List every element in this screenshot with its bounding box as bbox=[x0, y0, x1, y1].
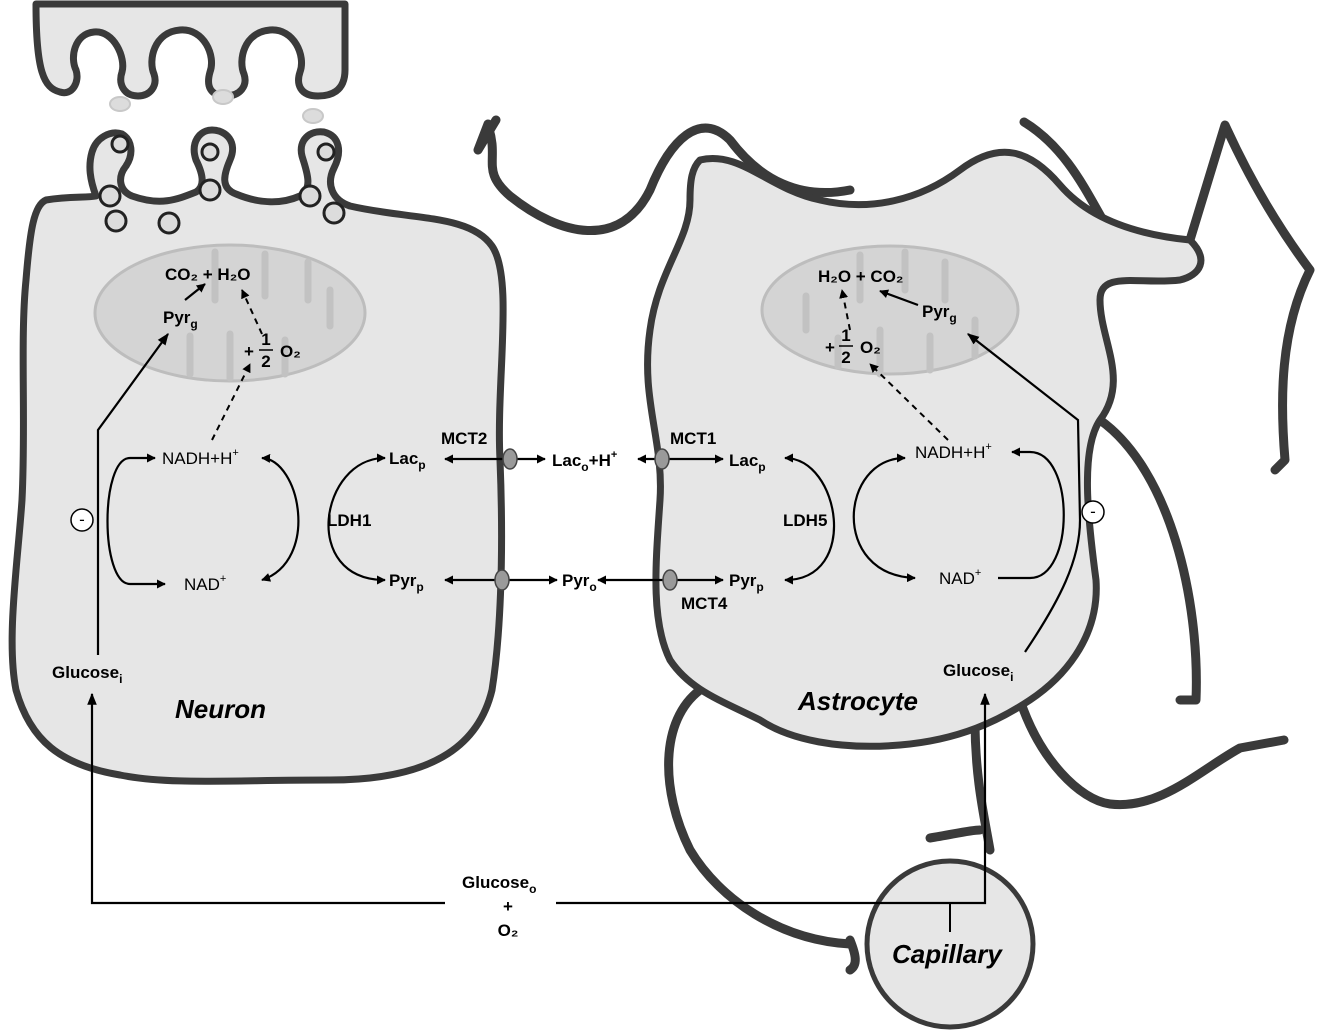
neuron-cell-body bbox=[8, 126, 507, 785]
neuron-inhibition-sign: - bbox=[79, 510, 85, 529]
neuron-lac-p-label: Lacp bbox=[389, 449, 426, 472]
synaptic-vesicle bbox=[110, 134, 130, 154]
astro-pyr-p-label: Pyrp bbox=[729, 571, 764, 594]
neuron-title: Neuron bbox=[175, 694, 266, 724]
neuron-pyr-g-label: Pyrg bbox=[163, 308, 198, 331]
astrocyte-process bbox=[970, 715, 995, 855]
astro-pyr-to-co2-arrow bbox=[879, 289, 919, 307]
astro-inhibition-sign: - bbox=[1090, 502, 1096, 521]
released-vesicle bbox=[302, 108, 324, 124]
astrocyte-process bbox=[1015, 695, 1289, 810]
synaptic-vesicle bbox=[322, 201, 346, 225]
glucose-supply-neuron-arrow bbox=[87, 692, 445, 905]
mct4-transporter bbox=[662, 569, 678, 591]
released-vesicle bbox=[212, 89, 234, 105]
astrocyte-process bbox=[1095, 415, 1201, 705]
astro-pyr-g-label: Pyrg bbox=[922, 302, 957, 325]
pyr-o-label: Pyro bbox=[562, 571, 597, 594]
neuron-co2-h2o-label: CO₂ + H₂O bbox=[165, 265, 250, 284]
neuron-nad-label: NAD+ bbox=[184, 573, 226, 594]
neuron-nadh-label: NADH+H+ bbox=[162, 447, 239, 468]
astro-ldh-loop-left bbox=[784, 453, 836, 585]
synaptic-vesicle bbox=[98, 184, 122, 208]
capillary-title: Capillary bbox=[892, 939, 1003, 969]
neuron-pyr-to-co2-arrow bbox=[184, 283, 206, 301]
astro-nad-label: NAD+ bbox=[939, 567, 981, 588]
released-vesicle bbox=[109, 96, 131, 112]
neuron-nad-loop-left bbox=[106, 453, 166, 589]
astrocyte-title: Astrocyte bbox=[797, 686, 918, 716]
neuron-pyr-p-label: Pyrp bbox=[389, 571, 424, 594]
astro-o2-label: O₂ bbox=[860, 338, 881, 357]
astro-nadh-label: NADH+H+ bbox=[915, 441, 992, 462]
neuron-ldh-label: LDH1 bbox=[327, 511, 371, 530]
mct1-label: MCT1 bbox=[670, 429, 716, 448]
synaptic-vesicle bbox=[200, 142, 220, 162]
astro-inhibition-badge bbox=[1081, 500, 1105, 524]
astro-o2-to-h2o-arrow bbox=[839, 289, 851, 331]
astrocyte-process bbox=[845, 935, 860, 975]
astrocyte-process bbox=[473, 115, 501, 155]
presynaptic-terminal bbox=[32, 0, 349, 100]
neuron-half-denominator: 2 bbox=[261, 352, 270, 371]
neuron-nadh-to-o2-arrow bbox=[211, 363, 251, 441]
astro-lac-p-label: Lacp bbox=[729, 451, 766, 474]
neuron-half-numerator: 1 bbox=[261, 330, 270, 349]
neuron-glycolysis-arrow bbox=[96, 333, 169, 655]
neuron-ldh-loop-left bbox=[327, 453, 386, 585]
neuron-ldh-loop-right bbox=[261, 453, 300, 582]
astrocyte-process bbox=[664, 685, 855, 949]
mct2-label: MCT2 bbox=[441, 429, 487, 448]
astro-half-numerator: 1 bbox=[841, 326, 850, 345]
astro-glucose-i-label: Glucosei bbox=[943, 661, 1013, 684]
astrocyte-process bbox=[925, 825, 985, 843]
glucose-o-plus: + bbox=[503, 897, 513, 916]
synaptic-vesicle bbox=[157, 211, 181, 235]
astro-ldh-label: LDH5 bbox=[783, 511, 827, 530]
astro-half-o2-plus: + bbox=[825, 338, 835, 357]
astro-half-denominator: 2 bbox=[841, 348, 850, 367]
neuron-glucose-i-label: Glucosei bbox=[52, 663, 122, 686]
astrocyte-glycolysis-arrow bbox=[967, 333, 1082, 653]
blood-o2-label: O₂ bbox=[498, 921, 519, 940]
neuron-half-o2-plus: + bbox=[244, 342, 254, 361]
neuron-o2-to-h2o-arrow bbox=[241, 289, 263, 335]
astro-h2o-co2-label: H₂O + CO₂ bbox=[818, 267, 903, 286]
neuron-pyr-transporter bbox=[494, 569, 510, 591]
mct1-transporter bbox=[654, 448, 670, 470]
neuron-o2-label: O₂ bbox=[280, 342, 301, 361]
glucose-supply-astro-arrow bbox=[556, 692, 990, 905]
astrocyte-process bbox=[1185, 120, 1315, 475]
synaptic-vesicle bbox=[198, 178, 222, 202]
mct4-label: MCT4 bbox=[681, 594, 728, 613]
astro-nadh-to-o2-arrow bbox=[869, 363, 949, 441]
synaptic-vesicle bbox=[298, 184, 322, 208]
synaptic-vesicle bbox=[104, 209, 128, 233]
lac-o-label: Laco+H+ bbox=[552, 449, 617, 474]
glucose-o-label: Glucoseo bbox=[462, 873, 536, 896]
astro-nad-loop-right bbox=[998, 447, 1065, 580]
neuron-inhibition-badge bbox=[70, 508, 94, 532]
astro-ldh-loop-right bbox=[852, 453, 916, 583]
synaptic-vesicle bbox=[316, 142, 336, 162]
astrocyte-mitochondrion bbox=[760, 244, 1020, 376]
mct2-transporter bbox=[502, 448, 518, 470]
